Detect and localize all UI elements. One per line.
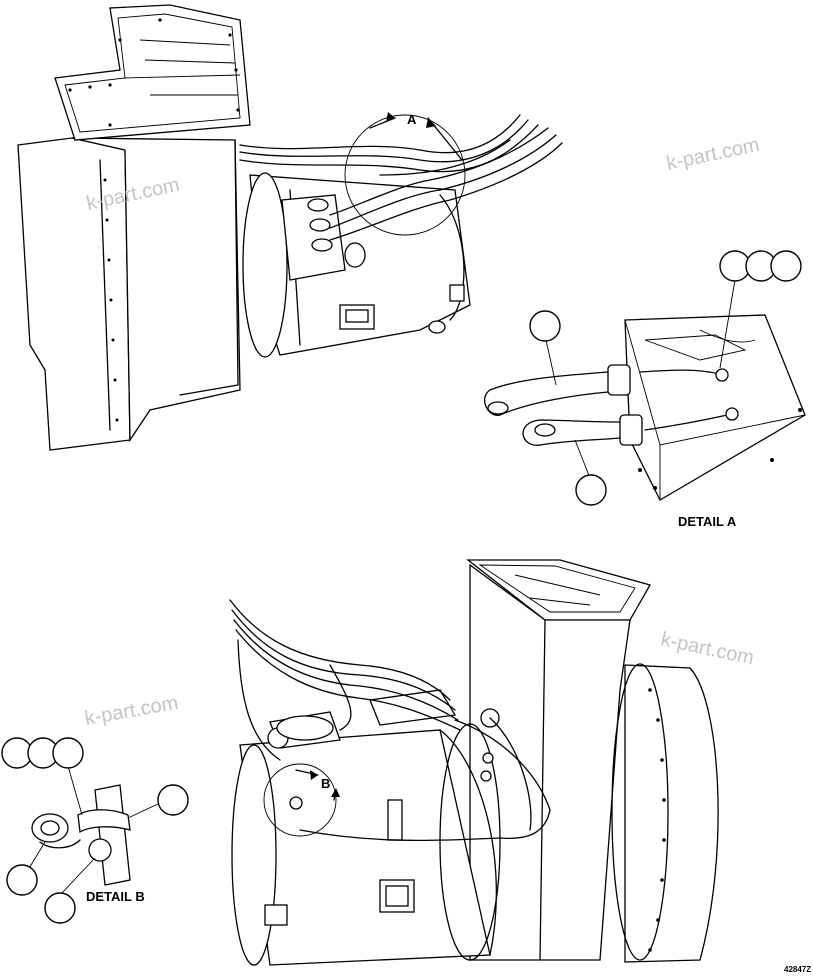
- detail-b-bolt: [88, 838, 112, 862]
- detail-b-callout-3: [52, 737, 84, 769]
- watermark: k-part.com: [659, 628, 756, 669]
- view-marker-b: B: [321, 776, 330, 791]
- top-assembly: A: [17, 4, 563, 451]
- detail-b-pipe: [94, 784, 131, 886]
- detail-a-hose-lower: [522, 419, 621, 446]
- watermark: k-part.com: [83, 692, 180, 730]
- top-side-panel: [17, 137, 131, 451]
- detail-a-hose-upper: [484, 371, 609, 416]
- watermark: k-part.com: [664, 134, 761, 175]
- detail-b-title: DETAIL B: [86, 889, 145, 904]
- top-flange-frame: [54, 4, 251, 141]
- drawing-number: 42847Z: [784, 965, 811, 974]
- detail-a-callout-4: [770, 250, 802, 282]
- detail-a: DETAIL A: [484, 250, 806, 529]
- bottom-duct-body: [469, 563, 631, 961]
- top-terminal-block: [281, 194, 346, 281]
- top-cable-bundle: [239, 114, 563, 241]
- detail-a-callout-circle: [344, 114, 466, 236]
- detail-b-callout-circle: [263, 763, 337, 837]
- detail-b-clamp-band: [77, 809, 131, 834]
- view-marker-a: A: [407, 112, 417, 127]
- detail-a-callout-5: [575, 474, 607, 506]
- detail-a-callout-1: [529, 310, 561, 342]
- detail-b: DETAIL B: [1, 737, 189, 924]
- detail-a-title: DETAIL A: [678, 514, 737, 529]
- bottom-blower-housing: [624, 664, 719, 963]
- detail-b-callout-4: [157, 784, 189, 816]
- bottom-motor-housing: [239, 729, 491, 966]
- bottom-cable-bundle: [229, 599, 551, 842]
- bottom-assembly: B: [229, 559, 719, 966]
- detail-b-callout-6: [44, 892, 76, 924]
- detail-b-callout-5: [6, 864, 38, 896]
